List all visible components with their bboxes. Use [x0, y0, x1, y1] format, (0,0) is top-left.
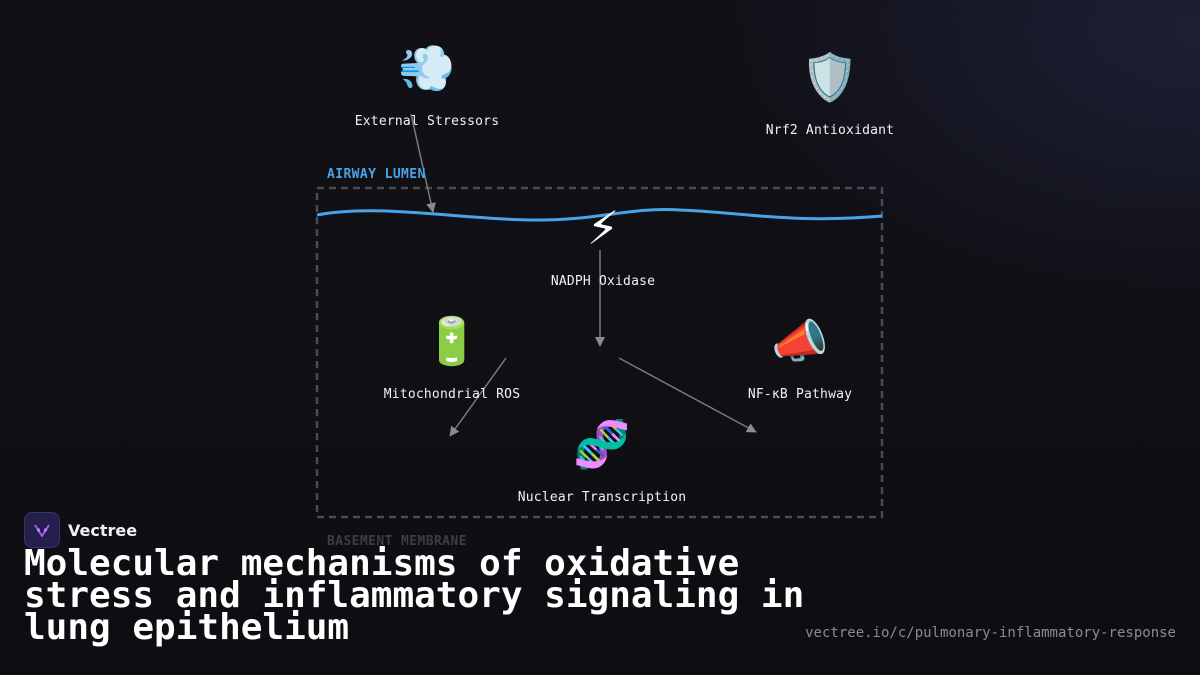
arrow-mito-to-lower-left [449, 357, 507, 437]
dna-icon: 🧬 [573, 417, 631, 471]
shield-icon: 🛡️ [801, 50, 859, 104]
airway-lumen-label: AIRWAY LUMEN [327, 167, 426, 182]
lightning-icon: ⚡ [586, 201, 620, 255]
airway-membrane-wave [316, 208, 883, 222]
wind-icon: 💨 [398, 41, 456, 95]
node-nrf2-antioxidant: 🛡️ Nrf2 Antioxidant [720, 49, 940, 138]
arrow-stressors-to-membrane [410, 113, 436, 213]
node-nfkb-pathway: 📣 NF-κB Pathway [690, 313, 910, 402]
node-nuclear-transcription: 🧬 Nuclear Transcription [492, 416, 712, 505]
node-label: Nuclear Transcription [517, 490, 687, 505]
vectree-logo-icon [24, 512, 60, 548]
node-label: NF-κB Pathway [747, 387, 853, 402]
node-nadph-oxidase: ⚡ NADPH Oxidase [493, 200, 713, 289]
basement-membrane-label: BASEMENT MEMBRANE [327, 534, 467, 549]
node-label: Nrf2 Antioxidant [765, 123, 895, 138]
source-url[interactable]: vectree.io/c/pulmonary-inflammatory-resp… [805, 625, 1176, 641]
brand-name: Vectree [68, 520, 138, 540]
arrow-to-nfkb [618, 357, 757, 433]
battery-icon: 🔋 [423, 314, 481, 368]
node-label: NADPH Oxidase [550, 274, 656, 289]
brand[interactable]: Vectree [24, 512, 137, 548]
page-title: Molecular mechanisms of oxidative stress… [24, 543, 805, 648]
node-label: Mitochondrial ROS [383, 387, 521, 402]
node-label: External Stressors [354, 114, 500, 129]
node-mitochondrial-ros: 🔋 Mitochondrial ROS [342, 313, 562, 402]
node-external-stressors: 💨 External Stressors [317, 40, 537, 129]
epithelium-boundary [315, 186, 884, 519]
megaphone-icon: 📣 [771, 314, 829, 368]
